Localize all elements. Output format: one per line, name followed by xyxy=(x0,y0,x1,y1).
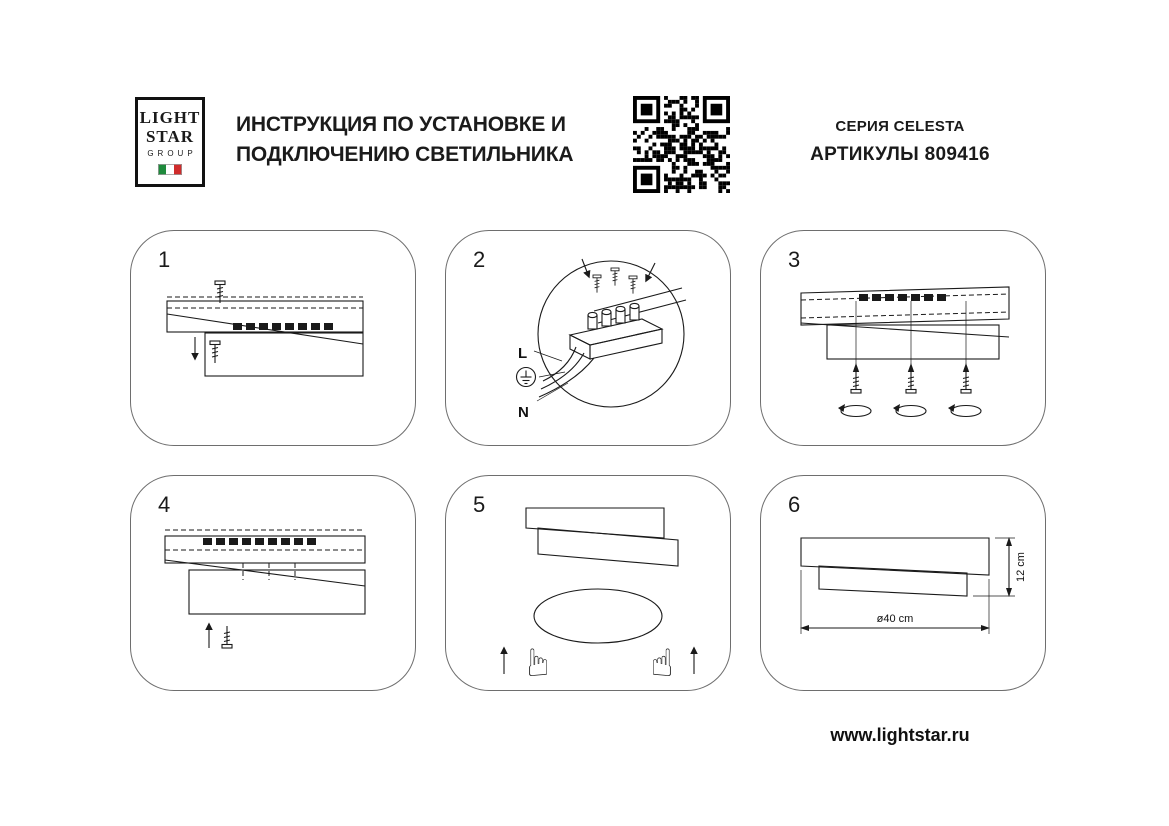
height-dimension: 12 cm xyxy=(973,537,1027,597)
step-number: 5 xyxy=(473,492,486,517)
step-3-illustration xyxy=(800,286,1010,418)
logo-word-star: STAR xyxy=(145,127,195,146)
diffuser xyxy=(533,588,663,644)
qr-code-image xyxy=(633,96,730,193)
step-panel-2: 2 xyxy=(445,230,731,446)
product-info: СЕРИЯ CELESTA АРТИКУЛЫ 809416 xyxy=(755,118,1045,166)
step-number: 2 xyxy=(473,247,486,272)
wires xyxy=(538,346,595,398)
page-title: ИНСТРУКЦИЯ ПО УСТАНОВКЕ И ПОДКЛЮЧЕНИЮ СВ… xyxy=(236,110,631,170)
qr-code xyxy=(633,96,730,193)
screw-with-rotation-2 xyxy=(893,301,927,418)
hand-icon: ☝ xyxy=(650,641,673,685)
step-1-illustration xyxy=(166,280,364,377)
step-2-illustration: L N xyxy=(515,258,687,421)
step-panel-6: 6 12 cm ø40 cm xyxy=(760,475,1046,691)
lamp-profile xyxy=(800,537,990,597)
down-arrow-icons xyxy=(581,258,656,283)
diameter-dimension-label: ø40 cm xyxy=(877,613,914,625)
leader-lines xyxy=(533,350,569,402)
ground-symbol-icon xyxy=(515,366,537,388)
screw-with-rotation-1 xyxy=(838,301,872,418)
step-4-illustration xyxy=(164,529,366,649)
website-link: www.lightstar.ru xyxy=(830,725,970,745)
step-panel-4: 4 xyxy=(130,475,416,691)
screw-icon xyxy=(209,340,221,364)
step-number: 1 xyxy=(158,247,171,272)
step-panel-3: 3 xyxy=(760,230,1046,446)
hand-icon: ☝ xyxy=(526,641,549,685)
step-number: 6 xyxy=(788,492,801,517)
step-5-illustration: ☝ ☝ xyxy=(500,507,698,685)
articles-label: АРТИКУЛЫ 809416 xyxy=(810,144,990,165)
plate-edge-lines xyxy=(593,287,687,324)
step-number: 4 xyxy=(158,492,171,517)
logo-word-light: LIGHT xyxy=(139,108,201,127)
terminal-strip xyxy=(859,294,946,301)
mounting-plate xyxy=(164,535,366,564)
width-dimension: ø40 cm xyxy=(800,570,990,634)
step-panel-5: 5 ☝ ☝ xyxy=(445,475,731,691)
terminal-strip xyxy=(203,538,316,545)
lamp-body xyxy=(525,507,679,567)
mounting-plate xyxy=(166,300,364,333)
wire-label-l: L xyxy=(518,345,527,362)
height-dimension-label: 12 cm xyxy=(1015,552,1027,582)
zoom-circle xyxy=(537,260,685,408)
page-title-line1: ИНСТРУКЦИЯ ПО УСТАНОВКЕ И xyxy=(236,113,566,136)
wire-drops xyxy=(242,563,296,580)
step-panel-1: 1 xyxy=(130,230,416,446)
terminal-block xyxy=(568,302,664,360)
screw-icon xyxy=(214,280,226,304)
fixture-body xyxy=(800,322,1010,360)
logo-word-group: GROUP xyxy=(147,149,197,158)
screw-with-rotation-3 xyxy=(948,301,982,418)
wire-label-n: N xyxy=(518,404,529,421)
lamp-shade xyxy=(164,559,366,615)
series-label: СЕРИЯ CELESTA xyxy=(835,118,965,135)
lamp-shade xyxy=(166,313,364,377)
mounting-plate xyxy=(800,286,1010,326)
page-title-line2: ПОДКЛЮЧЕНИЮ СВЕТИЛЬНИКА xyxy=(236,143,574,166)
italy-flag-icon xyxy=(158,164,182,175)
screw-icon xyxy=(221,625,233,649)
step-number: 3 xyxy=(788,247,801,272)
step-6-illustration: 12 cm ø40 cm xyxy=(800,537,1027,634)
lightstar-logo: LIGHT STAR GROUP xyxy=(135,97,205,187)
screw-icons xyxy=(592,267,638,295)
